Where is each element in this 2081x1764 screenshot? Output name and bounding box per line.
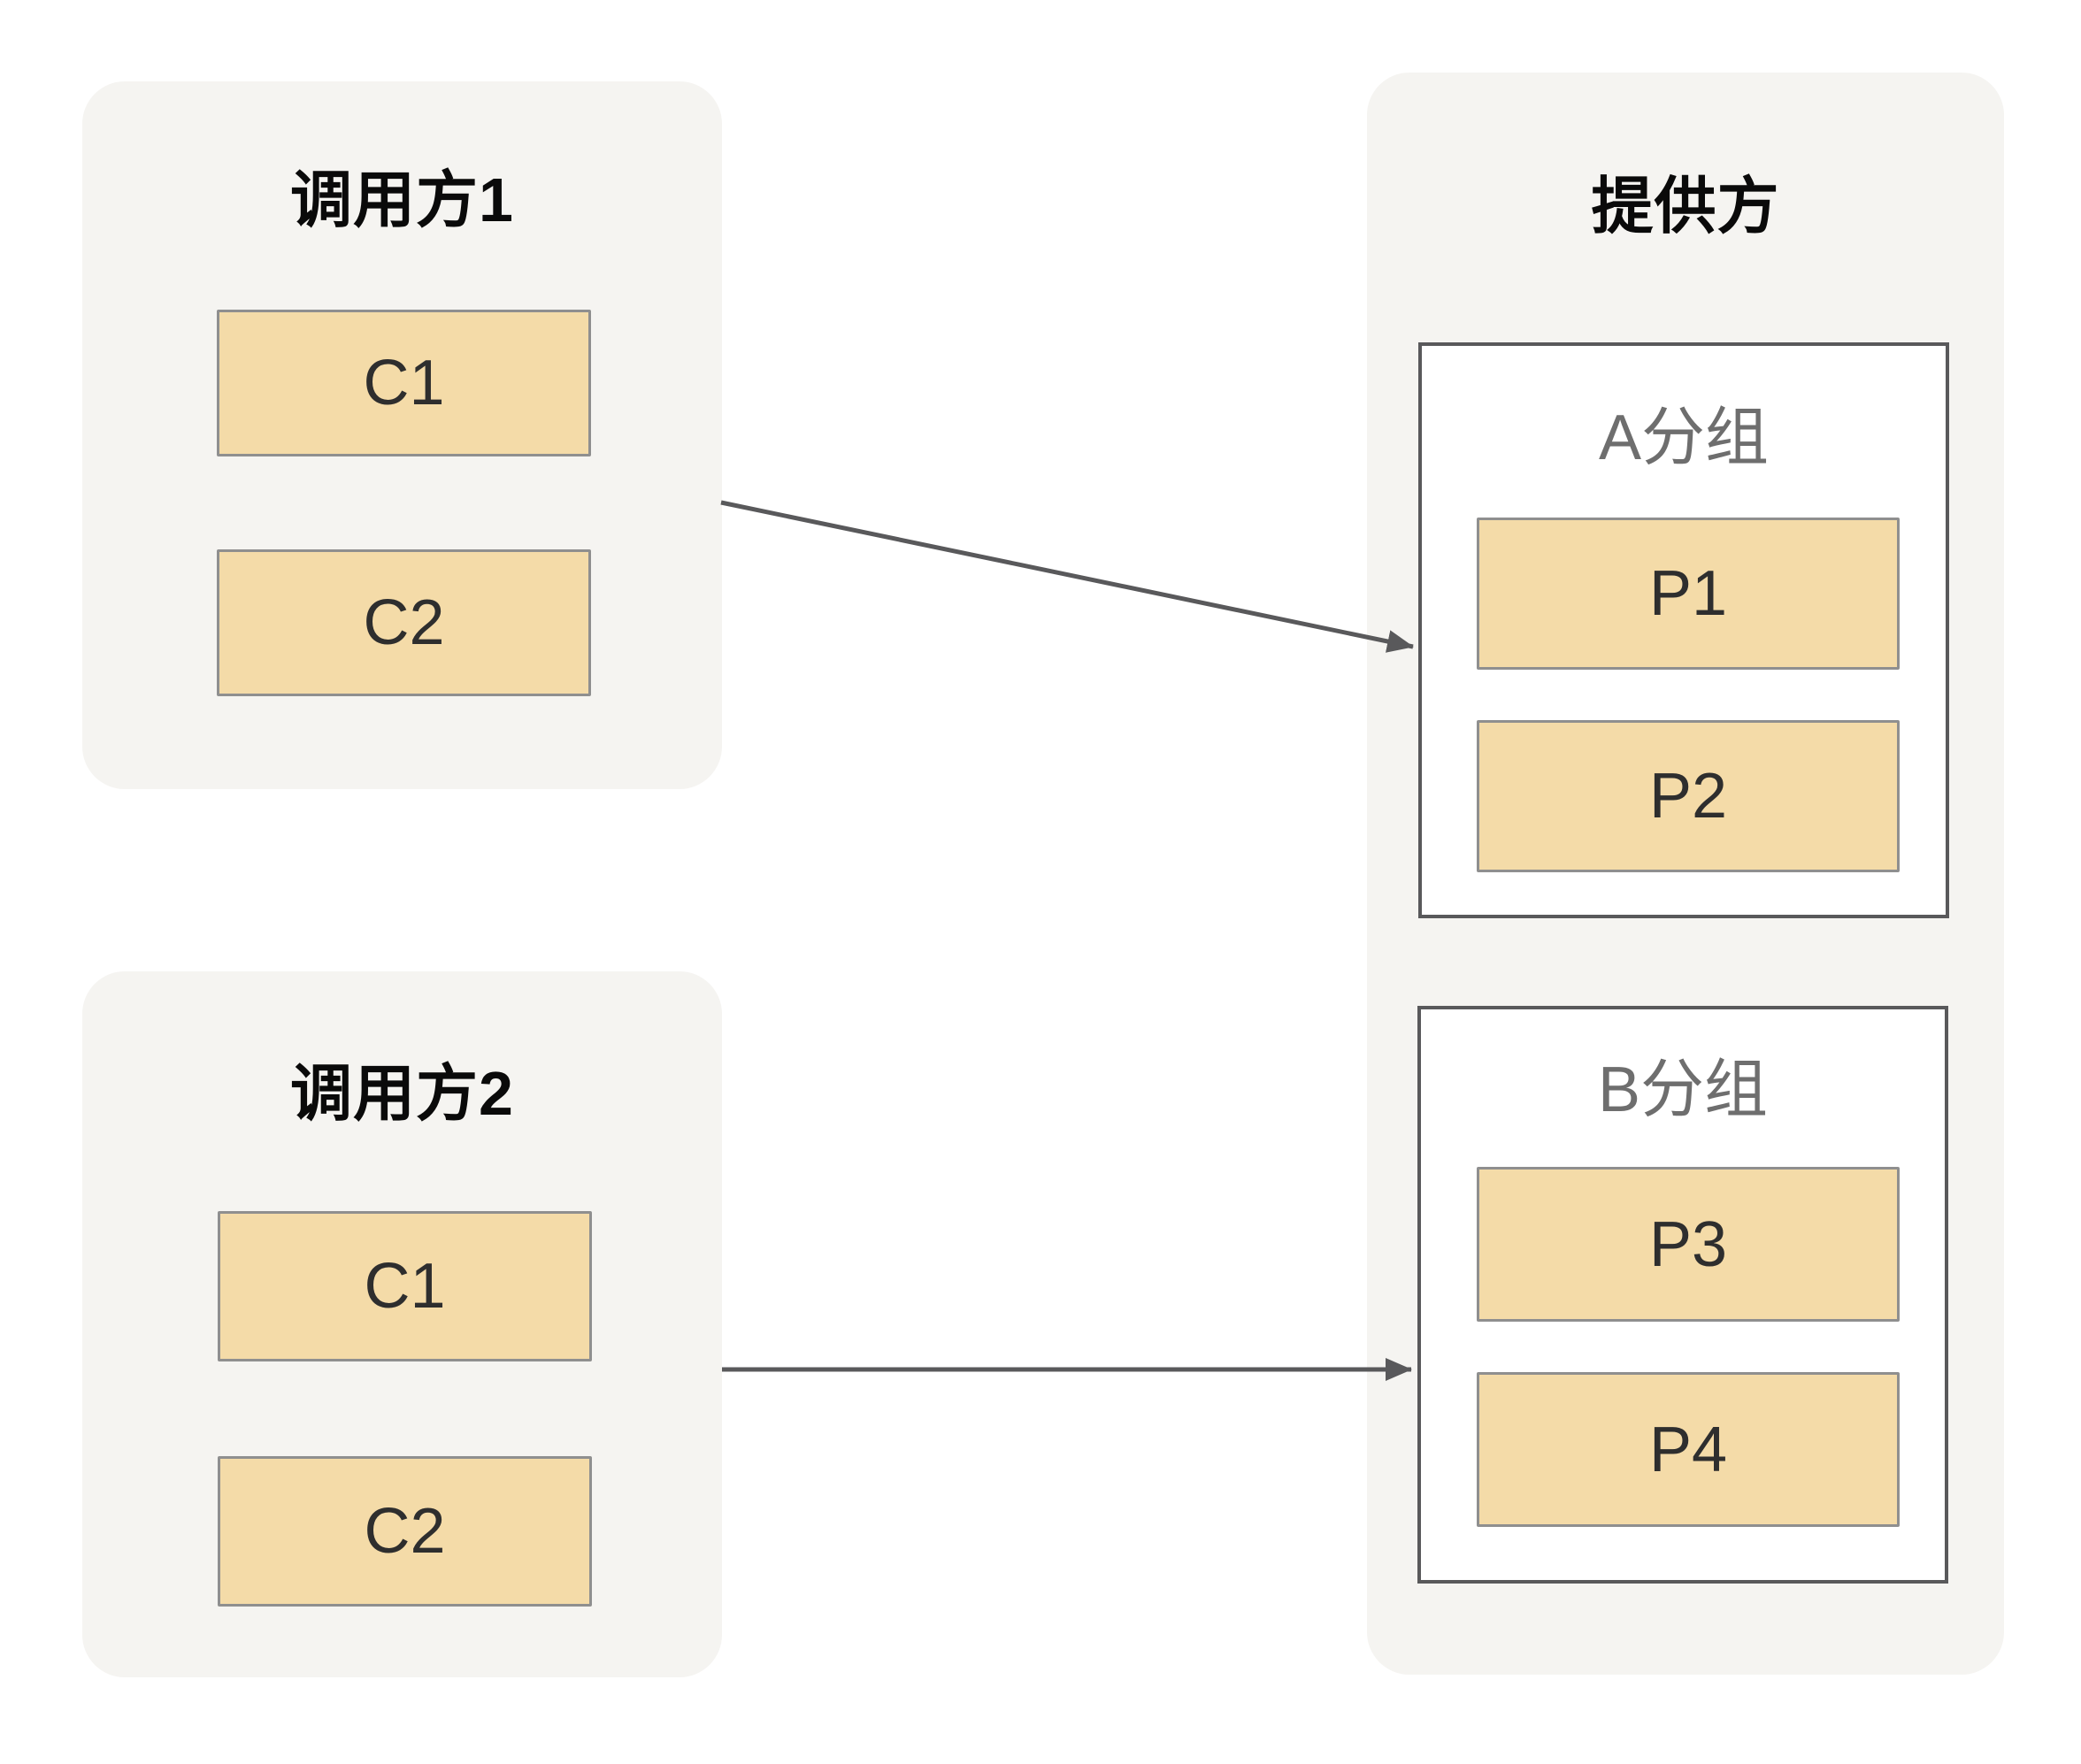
provider-box-p4: P4 — [1477, 1372, 1900, 1527]
caller2-box-c1: C1 — [218, 1211, 592, 1361]
caller2-title: 调用方2 — [290, 1059, 514, 1128]
caller2-panel: 调用方2 C1 C2 — [82, 971, 722, 1677]
group-a-title: A分组 — [1598, 403, 1770, 473]
group-a-box: A分组 P1 P2 — [1418, 342, 1949, 918]
provider-panel: 提供方 A分组 P1 P2 B分组 P3 P4 — [1367, 73, 2004, 1675]
caller1-panel: 调用方1 C1 C2 — [82, 81, 722, 789]
arrow-caller1-to-group-a — [720, 500, 1414, 653]
caller1-title: 调用方1 — [290, 165, 514, 234]
provider-box-p2: P2 — [1477, 720, 1900, 872]
group-b-box: B分组 P3 P4 — [1417, 1006, 1948, 1584]
provider-title: 提供方 — [1591, 172, 1780, 241]
caller2-box-c2: C2 — [218, 1456, 592, 1607]
provider-box-p1: P1 — [1477, 518, 1900, 670]
caller1-box-c1: C1 — [217, 310, 591, 456]
group-b-title: B分组 — [1597, 1055, 1769, 1125]
caller1-box-c2: C2 — [217, 549, 591, 696]
provider-box-p3: P3 — [1477, 1167, 1900, 1322]
